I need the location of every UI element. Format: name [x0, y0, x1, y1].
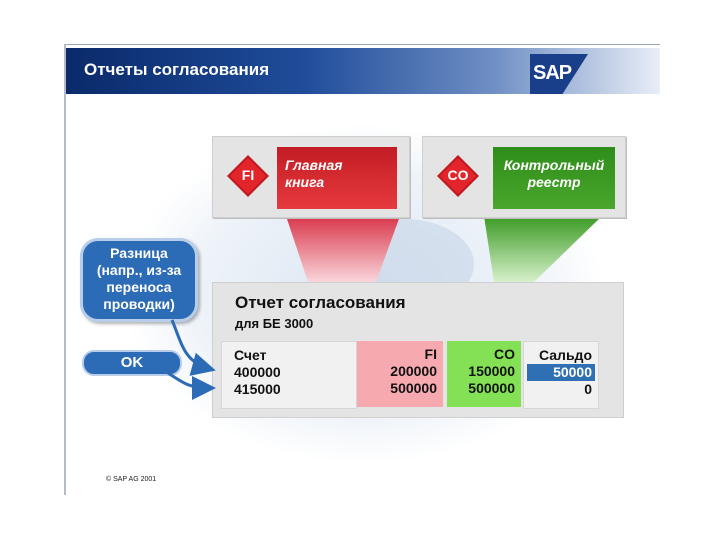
account-column: Счет 400000 415000: [221, 341, 357, 409]
co-column: CO 150000 500000: [447, 341, 521, 407]
report-title: Отчет согласования: [235, 293, 406, 312]
slide-title: Отчеты согласования: [84, 60, 270, 79]
balance-cell-selected[interactable]: 50000: [527, 364, 595, 381]
title-bar: Отчеты согласования SAP: [66, 48, 660, 94]
sap-logo: SAP: [530, 54, 588, 94]
balance-column: Сальдо 50000 0: [523, 341, 599, 409]
callout-line3: переноса: [106, 279, 172, 295]
co-code: CO: [447, 167, 469, 183]
co-header: CO: [494, 346, 515, 362]
difference-callout: Разница (напр., из-за переноса проводки): [80, 238, 198, 322]
account-cell: 415000: [234, 381, 281, 397]
report-subtitle: для БЕ 3000: [235, 316, 314, 331]
co-name-line2: реестр: [527, 174, 581, 190]
co-module-box: CO Контрольный реестр: [422, 136, 626, 218]
arrow-to-row1: [170, 319, 216, 376]
fi-cell: 200000: [390, 363, 437, 379]
copyright-text: © SAP AG 2001: [106, 476, 157, 483]
callout-line1: Разница: [110, 245, 168, 261]
fi-name-line2: книга: [285, 174, 325, 190]
fi-module-box: FI Главная книга: [212, 136, 410, 218]
callout-line4: проводки): [103, 296, 175, 312]
arrow-to-row2: [167, 371, 216, 400]
callout-line2: (напр., из-за: [96, 262, 182, 278]
reconciliation-report: Отчет согласования для БЕ 3000 Счет 4000…: [212, 282, 624, 418]
co-funnel-beam: [484, 216, 602, 282]
fi-cube-icon: FI: [225, 153, 271, 199]
sap-logo-text: SAP: [533, 62, 572, 84]
top-rule: [64, 44, 660, 45]
slide: Отчеты согласования SAP FI Главная книга: [64, 44, 660, 495]
co-name-line1: Контрольный: [503, 157, 605, 173]
left-rule: [64, 44, 66, 495]
fi-cell: 500000: [390, 380, 437, 396]
co-cube-icon: CO: [435, 153, 481, 199]
co-cell: 500000: [468, 380, 515, 396]
co-cell: 150000: [468, 363, 515, 379]
fi-name-panel: Главная книга: [277, 147, 397, 209]
fi-funnel-beam: [286, 216, 400, 282]
ok-badge: OK: [82, 350, 182, 376]
fi-name-line1: Главная: [285, 157, 343, 173]
co-name-panel: Контрольный реестр: [493, 147, 615, 209]
balance-cell: 0: [584, 381, 592, 397]
fi-column: FI 200000 500000: [357, 341, 443, 407]
fi-code: FI: [241, 167, 255, 183]
fi-header: FI: [424, 346, 437, 362]
account-cell: 400000: [234, 364, 281, 380]
arrows: [167, 319, 216, 400]
balance-header: Сальдо: [538, 347, 592, 363]
account-header: Счет: [234, 347, 267, 363]
